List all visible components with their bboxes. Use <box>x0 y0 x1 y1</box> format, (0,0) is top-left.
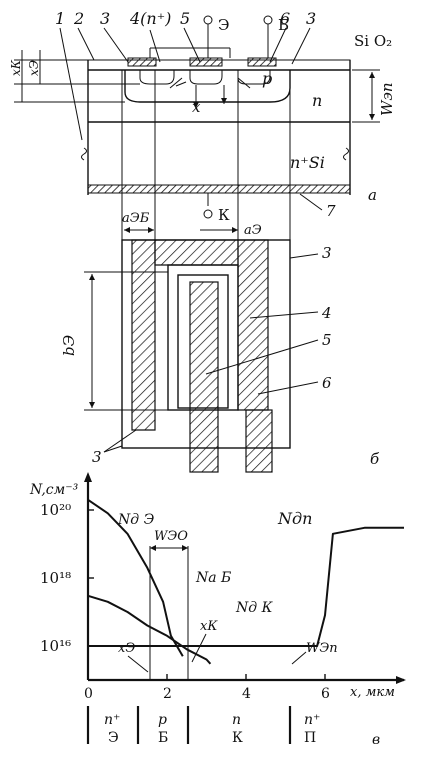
fig-b-label-3: 3 <box>322 244 332 262</box>
region-1-bottom: Э <box>108 730 119 746</box>
fig-b-label-3b: 3 <box>92 448 102 466</box>
region-3-bottom: К <box>232 730 243 746</box>
panel-c-label: в <box>372 732 380 748</box>
emitter-left <box>139 70 175 85</box>
terminal-k-label: К <box>218 206 230 224</box>
series-line <box>87 594 212 665</box>
series-line <box>88 526 404 647</box>
emitter-finger-left <box>131 239 156 431</box>
a-e-label: aЭ <box>244 223 262 238</box>
x-label: x <box>192 98 201 116</box>
collector-metal <box>87 184 351 194</box>
x-tick-label: 2 <box>163 686 172 702</box>
y-tick-label: 10¹⁶ <box>40 637 71 655</box>
fig-b-label-4: 4 <box>321 304 332 322</box>
emitter-center <box>189 70 223 85</box>
base-contact <box>189 281 219 473</box>
panel-b-label: б <box>370 450 380 468</box>
series-label: Nд Э <box>117 512 155 528</box>
axis-ticks: 0 2 4 6 10²⁰ 10¹⁸ 10¹⁶ <box>40 501 330 702</box>
p-label: p <box>262 69 272 88</box>
xk-label: xК <box>9 59 23 76</box>
base-region <box>124 70 291 103</box>
oxide-label: Si O₂ <box>354 32 392 50</box>
region-4-top: n⁺ <box>304 712 320 728</box>
substrate-label: n⁺Si <box>290 153 325 172</box>
region-3-top: n <box>232 712 241 728</box>
terminal-e-node <box>203 15 213 25</box>
contact-pad <box>189 57 223 67</box>
panel-a-label: а <box>368 186 377 204</box>
label-3b: 3 <box>306 9 316 28</box>
y-axis-label: N,см⁻³ <box>29 482 79 498</box>
x-k-label: xК <box>200 619 218 634</box>
region-2-top: p <box>158 712 167 728</box>
series-line <box>87 498 184 657</box>
terminal-b-label: Б <box>278 16 289 34</box>
label-5: 5 <box>180 9 190 28</box>
x-tick-label: 6 <box>321 686 330 702</box>
terminal-e-label: Э <box>218 16 229 34</box>
fig-b-label-5: 5 <box>322 331 332 349</box>
region-1-top: n⁺ <box>104 712 120 728</box>
terminal-b-node <box>263 15 273 25</box>
contact-pad <box>247 57 277 67</box>
w-label: Wэп <box>378 83 396 116</box>
xe-label: xЭ <box>27 60 41 76</box>
n-label: n <box>312 91 322 110</box>
terminal-k-node <box>203 209 213 219</box>
w-eo-label: WЭО <box>154 529 188 544</box>
b-e-label: bЭ <box>60 335 78 356</box>
emitter-bar <box>154 239 239 266</box>
label-2: 2 <box>73 9 84 28</box>
n-dp-label: Nдп <box>277 509 312 528</box>
region-4-bottom: П <box>304 730 316 746</box>
x-tick-label: 4 <box>242 686 251 702</box>
a-eb-label: aЭБ <box>122 211 150 226</box>
x-axis-label: x, мкм <box>350 685 395 700</box>
x-tick-label: 0 <box>84 686 93 702</box>
label-1: 1 <box>55 9 65 28</box>
figure-a: 1 2 3 4(n⁺) 5 6 3 Э Б Si O₂ p n n⁺Si x W… <box>9 9 396 240</box>
chart-series: Nд Э Nа БNд К <box>87 498 404 665</box>
series-label: Nд К <box>235 600 274 616</box>
region-2-bottom: Б <box>158 730 168 746</box>
label-4: 4(n⁺) <box>129 9 171 28</box>
fig-b-label-6: 6 <box>322 374 332 392</box>
layer-7-label: 7 <box>326 202 336 220</box>
series-label: Nа Б <box>195 570 231 586</box>
y-tick-label: 10¹⁸ <box>40 569 71 587</box>
label-3: 3 <box>100 9 110 28</box>
figure-b: К aЭБ aЭ bЭ 3 4 5 <box>60 193 380 473</box>
w-ep-label: WЭп <box>306 641 338 656</box>
label-6: 6 <box>280 9 290 28</box>
strip-6 <box>245 409 273 473</box>
x-e-label: xЭ <box>118 641 135 656</box>
y-tick-label: 10²⁰ <box>40 501 71 519</box>
emitter-finger-right <box>237 239 269 411</box>
contact-pad <box>127 57 157 67</box>
